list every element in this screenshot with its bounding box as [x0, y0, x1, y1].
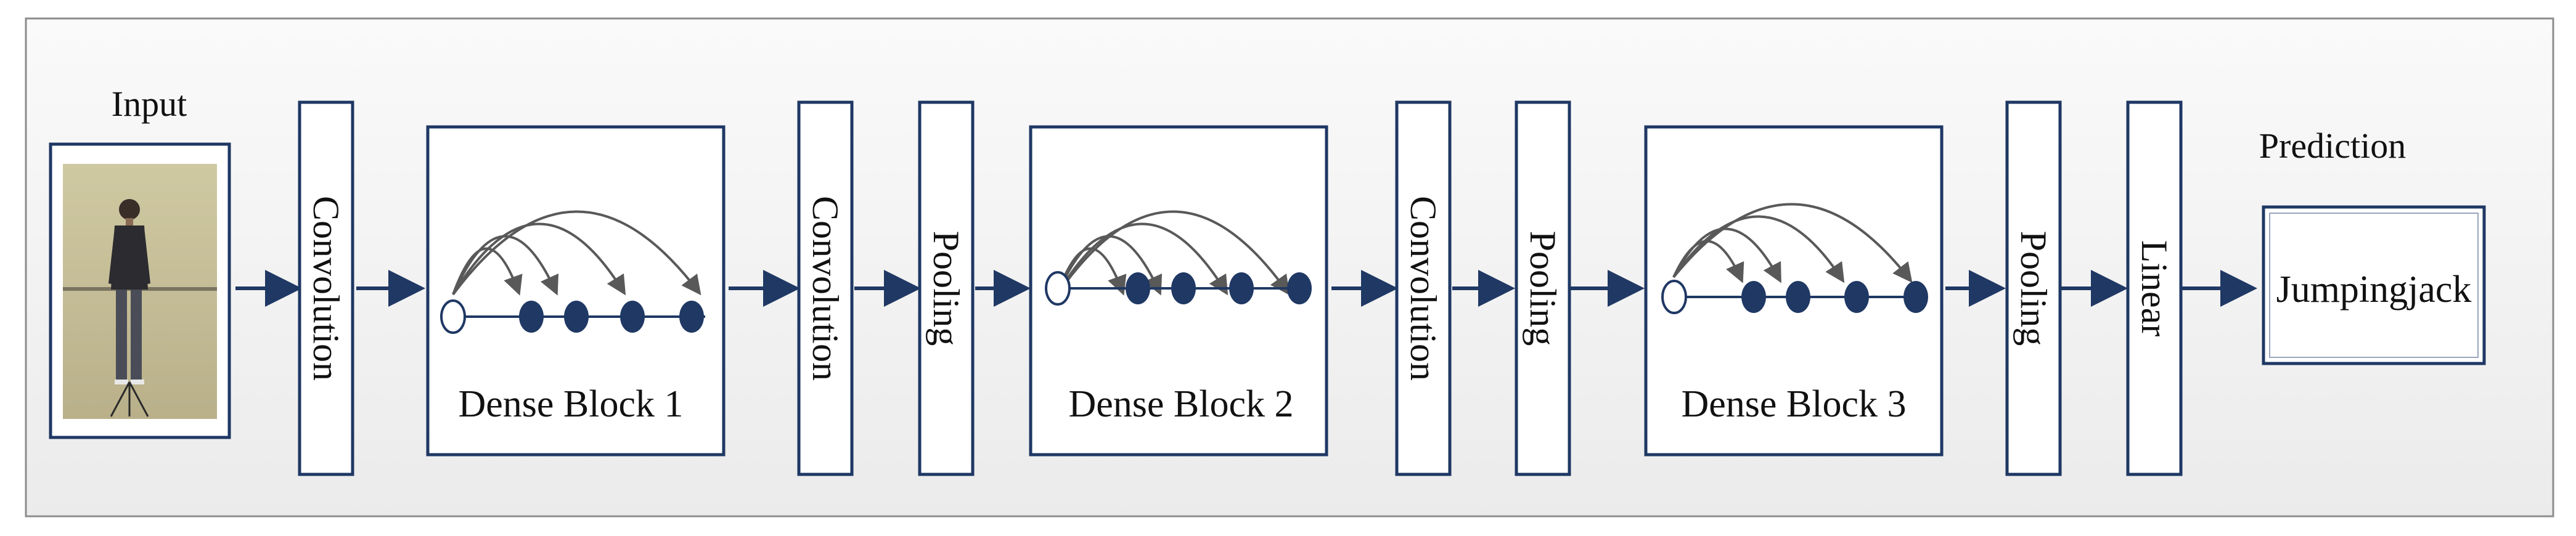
dense1-node-4	[679, 301, 704, 333]
layer-linear-label: Linear	[2134, 240, 2175, 337]
layer-pool1: Pooling	[918, 100, 975, 476]
layer-conv3-label: Convolution	[1403, 196, 1444, 381]
layer-pool3-label: Pooling	[2013, 231, 2054, 346]
dense2-nodes	[1045, 271, 1312, 306]
person-photo-icon	[108, 199, 150, 384]
layer-dense3-label: Dense Block 3	[1681, 383, 1906, 425]
dense2-input-node	[1045, 271, 1071, 306]
dense3-nodes	[1661, 280, 1928, 314]
layer-pool2: Pooling	[1515, 100, 1571, 476]
dense1-input-node	[440, 299, 466, 334]
dense1-node-2	[564, 301, 589, 333]
prediction-label: Prediction	[2259, 126, 2406, 166]
layer-conv1-label: Convolution	[306, 196, 346, 381]
dense1-nodes	[440, 299, 704, 334]
layer-pool2-label: Pooling	[1523, 231, 1563, 346]
dense3-node-2	[1786, 281, 1810, 313]
prediction-box: Jumpingjack	[2262, 205, 2486, 365]
dense3-node-4	[1903, 281, 1928, 313]
layer-conv2: Convolution	[797, 100, 854, 476]
layer-dense2: Dense Block 2	[1029, 125, 1328, 457]
dense3-input-node	[1661, 280, 1687, 314]
layer-conv2-label: Convolution	[805, 196, 846, 381]
layer-linear: Linear	[2126, 100, 2183, 476]
input-image	[49, 142, 231, 439]
layer-dense1: Dense Block 1	[426, 125, 726, 457]
dense3-node-1	[1741, 281, 1766, 313]
dense1-node-3	[620, 301, 645, 333]
dense2-node-2	[1171, 272, 1196, 304]
dense3-connection-arcs	[1672, 203, 1913, 283]
tripod-icon	[110, 381, 149, 417]
dense1-connection-arcs	[452, 210, 701, 296]
dense1-node-1	[519, 301, 544, 333]
layer-dense3: Dense Block 3	[1644, 125, 1944, 457]
dense2-connection-arcs	[1056, 210, 1290, 296]
dense2-node-4	[1287, 272, 1312, 304]
prediction-value: Jumpingjack	[2276, 269, 2472, 311]
dense2-node-3	[1229, 272, 1254, 304]
dense2-node-1	[1126, 272, 1150, 304]
layer-dense1-label: Dense Block 1	[458, 383, 683, 425]
dense3-node-3	[1844, 281, 1869, 313]
layer-conv1: Convolution	[298, 100, 354, 476]
layer-pool1-label: Pooling	[926, 231, 967, 346]
layer-pool3: Pooling	[2005, 100, 2062, 476]
layer-dense2-label: Dense Block 2	[1068, 383, 1293, 425]
layer-conv3: Convolution	[1395, 100, 1452, 476]
input-label: Input	[112, 84, 187, 124]
